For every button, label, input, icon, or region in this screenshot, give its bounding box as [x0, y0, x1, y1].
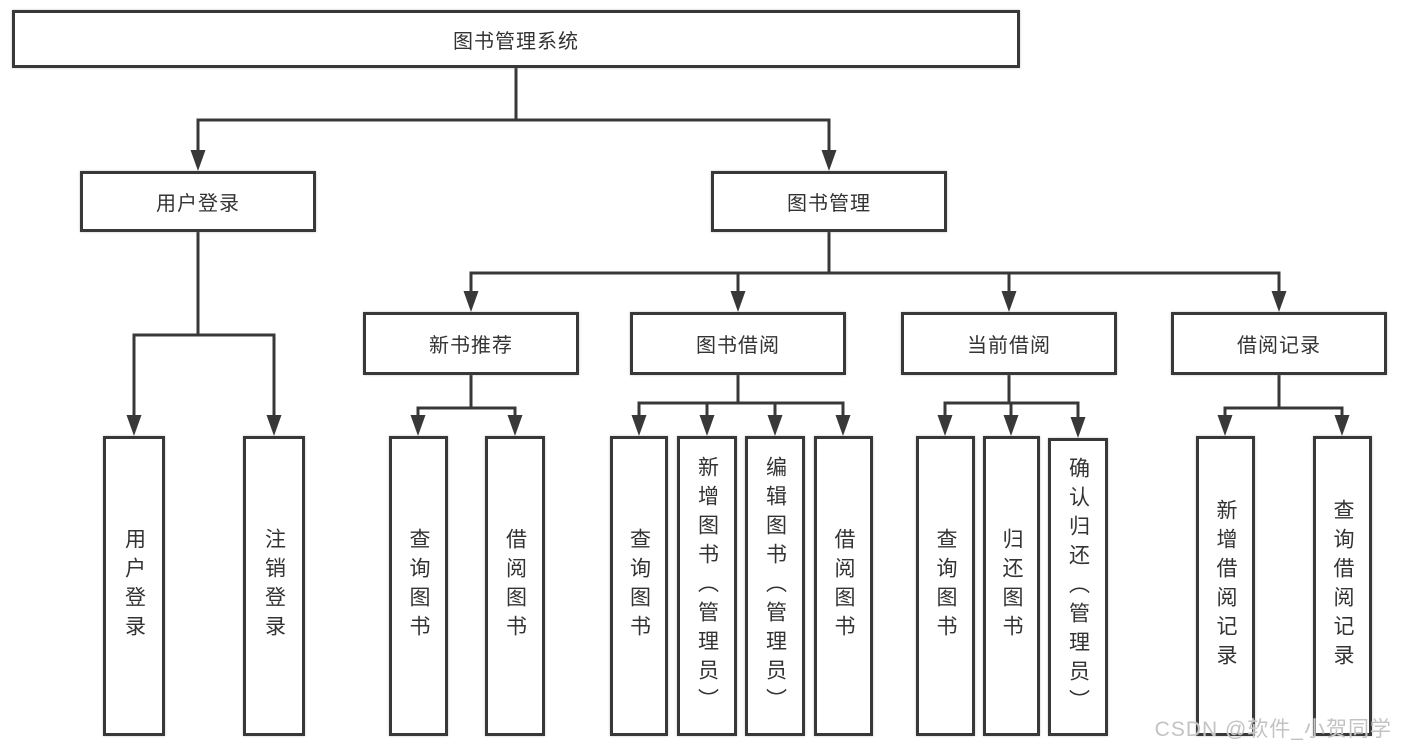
node-book-borrowing: 图书借阅	[630, 312, 846, 375]
node-current-return-books: 归还图书	[983, 436, 1040, 736]
node-label: 确认归还（管理员）	[1066, 456, 1090, 718]
node-label: 用户登录	[122, 528, 146, 644]
watermark: CSDN @软件_小贺同学	[1154, 718, 1392, 741]
node-label: 借阅图书	[832, 528, 855, 644]
node-records-query-borrow-record: 查询借阅记录	[1313, 436, 1372, 736]
node-borrow-records: 借阅记录	[1171, 312, 1387, 375]
node-login-user-login: 用户登录	[103, 436, 165, 736]
node-login-logout: 注销登录	[243, 436, 305, 736]
node-newbook-query-books: 查询图书	[389, 436, 448, 736]
node-new-book-recommend: 新书推荐	[363, 312, 579, 375]
node-current-query-books: 查询图书	[916, 436, 975, 736]
node-label: 编辑图书（管理员）	[763, 455, 787, 717]
node-borrow-borrow-books: 借阅图书	[814, 436, 873, 736]
node-records-add-borrow-record: 新增借阅记录	[1196, 436, 1255, 736]
node-borrow-edit-books-admin: 编辑图书（管理员）	[745, 436, 805, 736]
node-current-confirm-return-admin: 确认归还（管理员）	[1048, 438, 1108, 736]
node-newbook-borrow-books: 借阅图书	[485, 436, 545, 736]
node-label: 归还图书	[1000, 528, 1023, 644]
node-label: 新增借阅记录	[1214, 499, 1237, 673]
node-label: 查询借阅记录	[1331, 499, 1354, 673]
node-label: 借阅图书	[503, 528, 527, 644]
node-borrow-query-books: 查询图书	[610, 436, 668, 736]
node-label: 查询图书	[627, 528, 651, 644]
node-label: 查询图书	[407, 528, 430, 644]
node-borrow-add-books-admin: 新增图书（管理员）	[677, 436, 737, 736]
node-label: 新增图书（管理员）	[695, 455, 719, 717]
node-root: 图书管理系统	[12, 10, 1020, 68]
node-user-login: 用户登录	[80, 171, 316, 232]
node-label: 注销登录	[262, 528, 286, 644]
node-book-management: 图书管理	[711, 171, 947, 232]
node-current-borrowing: 当前借阅	[901, 312, 1117, 375]
node-label: 查询图书	[934, 528, 957, 644]
